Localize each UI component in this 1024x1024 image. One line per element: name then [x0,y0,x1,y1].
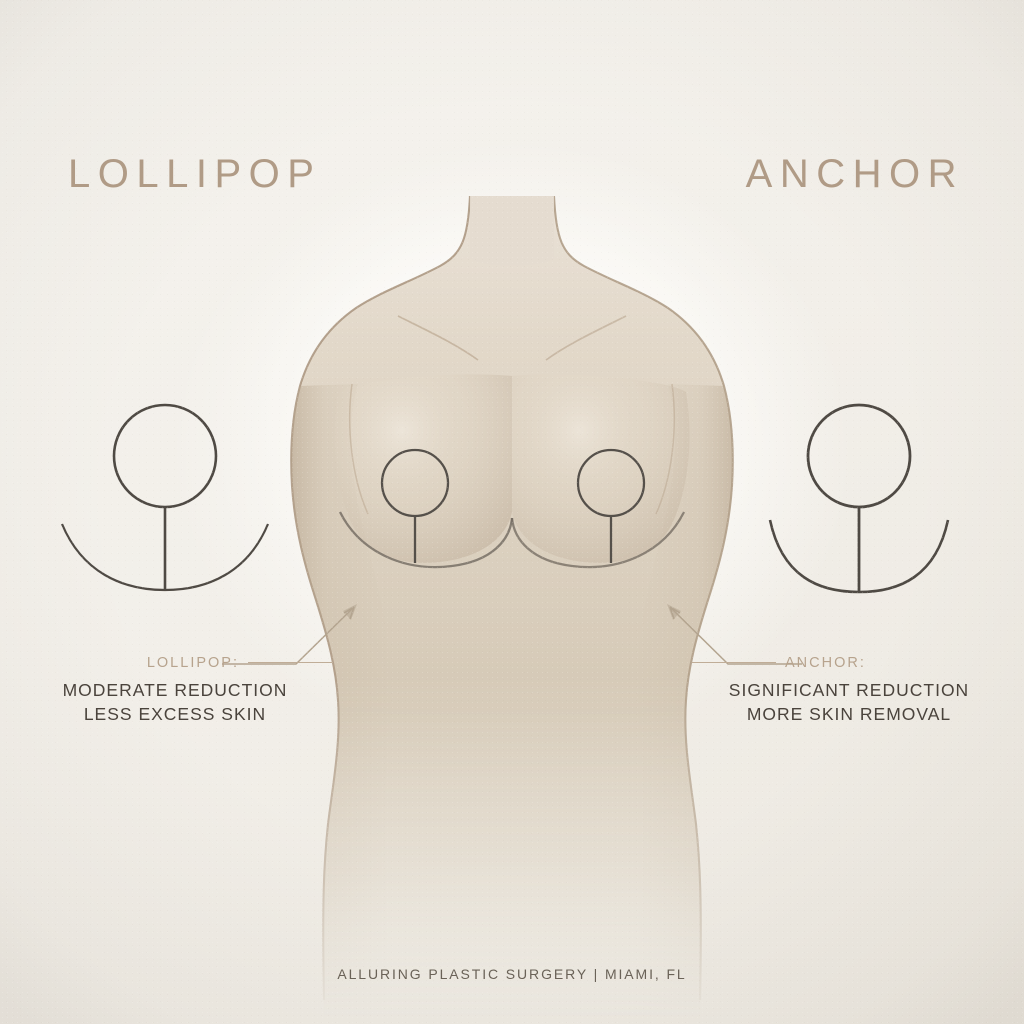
neck [470,196,554,266]
collarbone-left [397,315,479,361]
anchor-icon [768,403,950,594]
caption-line-2: LESS EXCESS SKIN [83,704,267,724]
caption-rule [248,662,332,663]
body-group [290,195,734,1024]
breast-contour-right [655,383,676,515]
leader-line-left [222,604,357,665]
caption-kicker-anchor: ANCHOR: [785,654,866,671]
caption-line-2: MORE SKIN REMOVAL [746,704,952,724]
body-shadow-left [291,384,392,1010]
inframammary-fold-left [338,511,514,569]
footer-credit: ALLURING PLASTIC SURGERY | MIAMI, FL [337,966,687,982]
caption-lollipop: LOLLIPOP: MODERATE REDUCTION LESS EXCESS… [10,654,340,726]
collarbone-right [545,315,627,361]
breast-contour-left [348,383,369,515]
caption-kicker-row: LOLLIPOP: [10,654,340,671]
lollipop-icon [60,403,270,592]
caption-rule [692,662,776,663]
title-anchor: ANCHOR [745,152,964,196]
caption-line-1: MODERATE REDUCTION [62,680,288,700]
breast-left-volume [334,374,512,563]
caption-line-1: SIGNIFICANT REDUCTION [728,680,970,700]
title-lollipop: LOLLIPOP [68,152,322,196]
breast-right-volume [512,374,690,563]
caption-anchor: ANCHOR: SIGNIFICANT REDUCTION MORE SKIN … [684,654,1014,726]
caption-kicker-row: ANCHOR: [684,654,1014,671]
inframammary-fold-right [510,511,686,569]
leader-line-right [667,604,802,665]
incision-marking-left [380,448,450,563]
incision-marking-right [576,448,646,563]
caption-kicker-lollipop: LOLLIPOP: [146,654,239,671]
